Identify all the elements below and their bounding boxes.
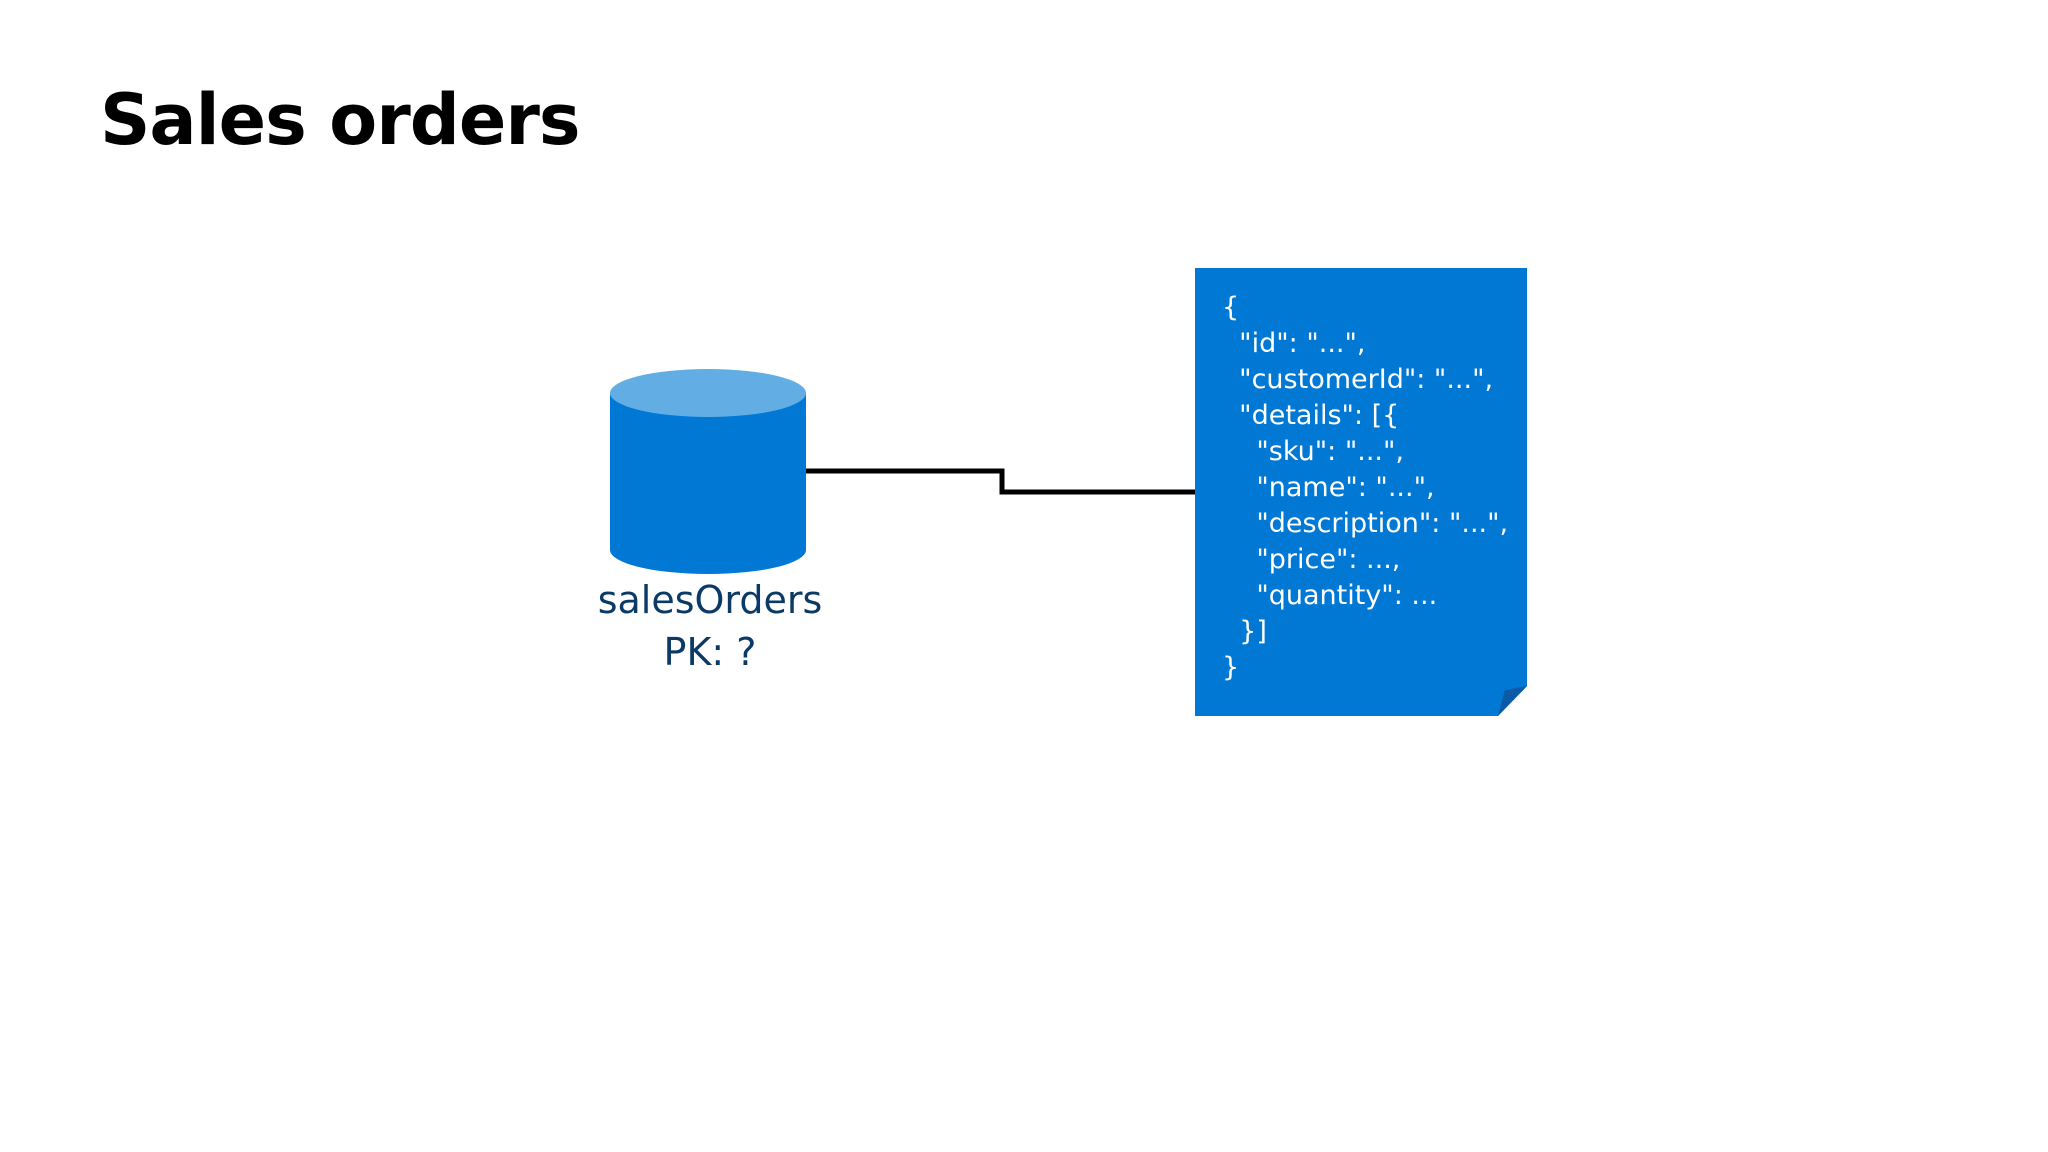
json-line: "quantity": ... — [1222, 580, 1438, 611]
json-line: { — [1222, 292, 1240, 323]
database-name: salesOrders — [597, 578, 823, 622]
document-fold — [1498, 686, 1527, 716]
cylinder-body — [610, 393, 806, 574]
json-line: "name": "...", — [1222, 472, 1435, 503]
json-line: "description": "...", — [1222, 508, 1509, 539]
json-line: "price": ..., — [1222, 544, 1401, 575]
document-body — [1195, 268, 1527, 716]
cylinder-top — [610, 369, 806, 417]
database-label: salesOrders PK: ? — [560, 574, 860, 678]
json-line: }] — [1222, 616, 1267, 647]
json-document-text: { "id": "...", "customerId": "...", "det… — [1222, 290, 1508, 686]
json-line: "sku": "...", — [1222, 436, 1404, 467]
json-line: "details": [{ — [1222, 400, 1400, 431]
json-document-icon — [1195, 268, 1527, 716]
partition-key-label: PK: ? — [663, 630, 757, 674]
json-line: "id": "...", — [1222, 328, 1366, 359]
json-line: } — [1222, 652, 1240, 683]
json-line: "customerId": "...", — [1222, 364, 1494, 395]
database-cylinder-icon — [610, 369, 806, 574]
connector-line — [806, 468, 1196, 495]
slide-title: Sales orders — [100, 79, 581, 161]
